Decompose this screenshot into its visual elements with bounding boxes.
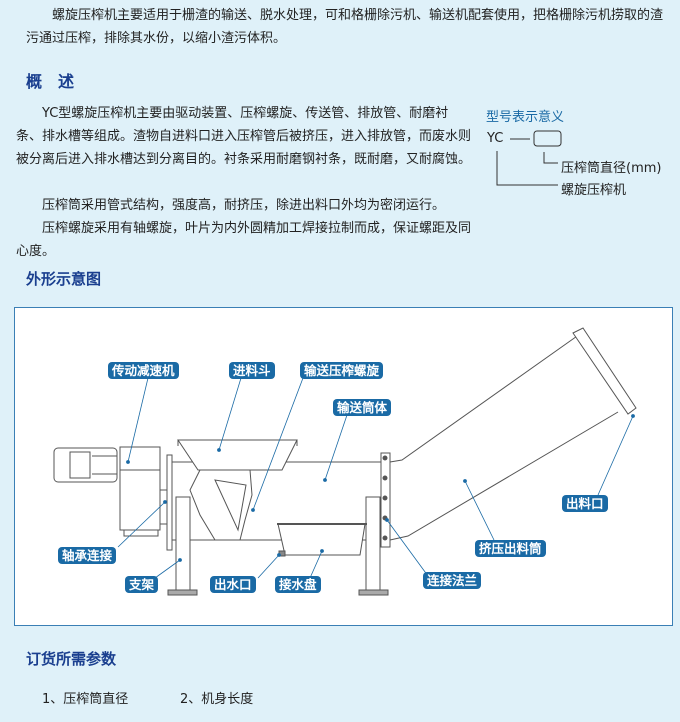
label-outlet-water: 出水口 [210, 576, 256, 593]
discharge-tube [389, 333, 619, 541]
end-plate [166, 454, 173, 551]
label-reducer: 传动减速机 [108, 362, 179, 379]
order-heading: 订货所需参数 [26, 650, 117, 668]
label-discharge-tube: 挤压出料筒 [475, 540, 546, 557]
label-screw: 输送压榨螺旋 [300, 362, 384, 379]
right-leg [365, 496, 381, 594]
order-item-1: 1、压榨筒直径 [42, 692, 129, 707]
gearbox [119, 446, 161, 537]
order-item-2: 2、机身长度 [180, 692, 254, 707]
label-flange: 连接法兰 [423, 572, 482, 589]
motor [53, 447, 118, 483]
label-body: 输送筒体 [333, 399, 392, 416]
diagram-heading: 外形示意图 [26, 270, 102, 288]
model-part-diameter: 压榨筒直径(mm) [561, 161, 662, 176]
model-title: 型号表示意义 [486, 110, 565, 125]
label-discharge: 出料口 [562, 495, 608, 512]
overview-paragraph-3: 压榨螺旋采用有轴螺旋，叶片为内外圆精加工焊接拉制而成，保证螺距及同心度。 [16, 221, 472, 259]
model-code: YC [487, 131, 504, 146]
label-tray: 接水盘 [275, 576, 321, 593]
overview-heading: 概 述 [26, 72, 75, 91]
hopper [177, 439, 298, 471]
label-hopper: 进料斗 [229, 362, 275, 379]
discharge-plate [572, 327, 637, 415]
left-leg [175, 496, 191, 594]
model-part-name: 螺旋压榨机 [561, 183, 627, 198]
screw-flight [214, 479, 247, 532]
overview-paragraph-1: YC型螺旋压榨机主要由驱动装置、压榨螺旋、传送管、排放管、耐磨衬条、排水槽等组成… [16, 106, 472, 167]
label-bearing: 轴承连接 [58, 547, 117, 564]
intro-text: 螺旋压榨机主要适用于栅渣的输送、脱水处理，可和格栅除污机、输送机配套使用，把格栅… [26, 8, 664, 46]
label-support: 支架 [125, 576, 159, 593]
overview-paragraph-2: 压榨筒采用管式结构，强度高，耐挤压，除进出料口外均为密闭运行。 [42, 198, 446, 213]
